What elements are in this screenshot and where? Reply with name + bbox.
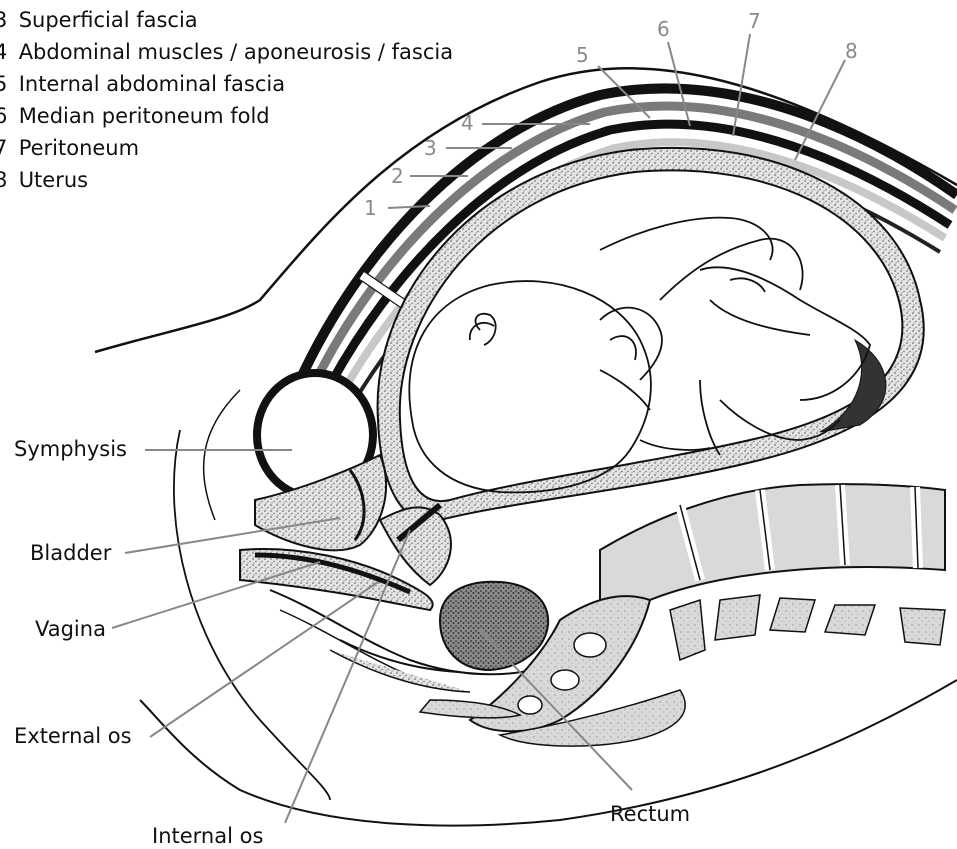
- label-rectum: Rectum: [610, 802, 690, 826]
- layer-number-1: 1: [364, 197, 377, 219]
- layer-number-5: 5: [576, 44, 589, 66]
- layer-number-2: 2: [391, 165, 404, 187]
- layer-number-6: 6: [657, 18, 670, 40]
- legend-item-5: 5 Internal abdominal fascia: [0, 72, 285, 96]
- legend-item-4: 4 Abdominal muscles / aponeurosis / fasc…: [0, 40, 453, 64]
- label-symphysis: Symphysis: [14, 437, 127, 461]
- leader-vagina: [112, 562, 320, 628]
- layer-number-4: 4: [461, 112, 474, 134]
- layer-number-7: 7: [748, 10, 761, 32]
- label-bladder: Bladder: [30, 541, 111, 565]
- label-internal-os: Internal os: [152, 824, 263, 848]
- legend-item-8: 8 Uterus: [0, 168, 88, 192]
- layer-number-8: 8: [845, 40, 858, 62]
- layer-number-3: 3: [424, 137, 437, 159]
- uterus-wall: [378, 148, 924, 521]
- legend-item-3: 3 Superficial fascia: [0, 8, 198, 32]
- legend-item-6: 6 Median peritoneum fold: [0, 104, 270, 128]
- label-external-os: External os: [14, 724, 132, 748]
- label-vagina: Vagina: [35, 617, 106, 641]
- legend-item-7: 7 Peritoneum: [0, 136, 139, 160]
